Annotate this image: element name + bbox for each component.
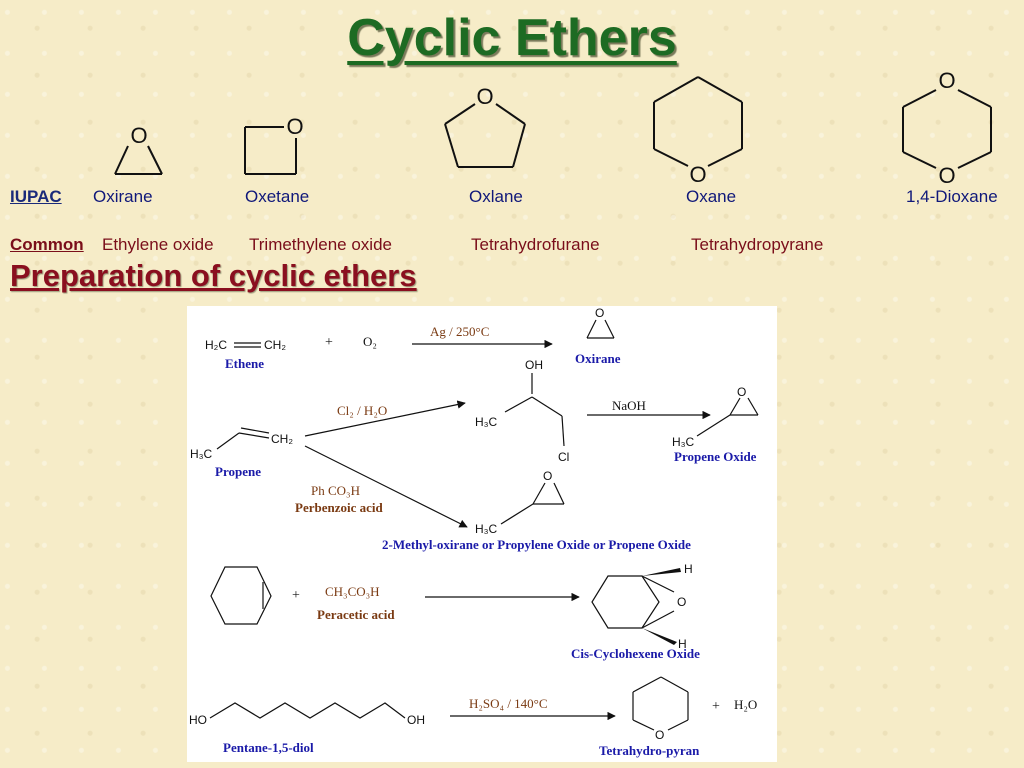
r3-wedge-bottom	[642, 628, 677, 645]
oxane-structure	[653, 76, 743, 167]
r2-condition-2-name: Perbenzoic acid	[295, 500, 383, 515]
oxetane-oxygen-label: O	[286, 114, 303, 139]
oxirane-structure	[114, 145, 163, 175]
r1-oxirane-product	[586, 319, 615, 339]
oxetane-structure	[244, 126, 297, 175]
cyclic-ether-structures: O O O O O O	[114, 68, 992, 185]
common-name-ethylene-oxide: Ethylene oxide	[102, 235, 214, 254]
r1-plus: +	[325, 335, 333, 350]
r4-chain	[209, 702, 406, 719]
r2-product2-h3c: H₃C	[475, 522, 498, 536]
r2-ch2: CH₂	[271, 432, 293, 446]
r2-cl: Cl	[558, 450, 569, 464]
r2-naoh: NaOH	[612, 398, 646, 413]
r2-arrow-up	[304, 400, 466, 437]
page-title: Cyclic Ethers	[347, 9, 677, 67]
iupac-name-oxolane: Oxlane	[469, 187, 523, 206]
dioxane-top-oxygen-label: O	[938, 68, 955, 93]
r4-tetrahydropyran	[632, 676, 689, 731]
section-title: Preparation of cyclic ethers	[10, 258, 417, 293]
r3-h-bottom: H	[678, 637, 687, 651]
r3-cyclohexene-oxide	[591, 575, 675, 629]
r2-product1-h3c: H₃C	[672, 435, 695, 449]
iupac-name-oxetane: Oxetane	[245, 187, 310, 206]
common-name-trimethylene-oxide: Trimethylene oxide	[249, 235, 392, 254]
iupac-label: IUPAC	[10, 187, 62, 206]
r1-reactant-name: Ethene	[225, 356, 264, 371]
dioxane-structure	[902, 89, 992, 169]
r3-product-name: Cis-Cyclohexene Oxide	[571, 646, 700, 661]
r4-reactant-name: Pentane-1,5-diol	[223, 740, 314, 755]
oxolane-structure	[444, 103, 526, 168]
r2-arrow-down	[304, 445, 468, 528]
r4-plus: +	[712, 699, 720, 714]
r2-product1-name: Propene Oxide	[674, 449, 757, 464]
r1-product-name: Oxirane	[575, 351, 621, 366]
r3-reagent-name: Peracetic acid	[317, 607, 395, 622]
r1-h2c: H₂C	[205, 338, 227, 352]
r1-ch2: CH₂	[264, 338, 286, 352]
r4-oh: OH	[407, 713, 425, 727]
r4-product-name: Tetrahydro-pyran	[599, 743, 700, 758]
r1-product-oxygen: O	[595, 306, 604, 320]
r3-h-top: H	[684, 562, 693, 576]
r2-methyl-oxirane	[500, 482, 565, 525]
r1-condition: Ag / 250°C	[430, 324, 489, 339]
iupac-name-oxirane: Oxirane	[93, 187, 153, 206]
r3-cyclohexene	[210, 566, 272, 625]
r2-condition-1: Cl₂ / H₂O	[337, 403, 387, 418]
oxolane-oxygen-label: O	[476, 84, 493, 109]
r3-plus: +	[292, 588, 300, 603]
iupac-name-oxane: Oxane	[686, 187, 737, 206]
r3-oxygen: O	[677, 595, 686, 609]
r2-condition-2: Ph CO₃H	[311, 483, 360, 498]
r3-reagent: CH₃CO₃H	[325, 584, 380, 599]
r3-wedge-top	[642, 568, 681, 576]
r2-product2-name: 2-Methyl-oxirane or Propylene Oxide or P…	[382, 537, 691, 552]
r4-water: H₂O	[734, 697, 757, 712]
r1-o2: O₂	[363, 334, 377, 349]
reaction-scheme-panel: H₂C CH₂ Ethene + O₂ Ag / 250°C O Oxirane…	[187, 306, 777, 762]
common-name-tetrahydrofurane: Tetrahydrofurane	[471, 235, 600, 254]
r2-intermediate-h3c: H₃C	[475, 415, 498, 429]
r2-reactant-name: Propene	[215, 464, 261, 479]
r2-product1-oxygen: O	[737, 385, 746, 399]
r2-h3c: H₃C	[190, 447, 213, 461]
iupac-name-dioxane: 1,4-Dioxane	[906, 187, 998, 206]
dioxane-bottom-oxygen-label: O	[938, 163, 955, 185]
reaction-scheme: H₂C CH₂ Ethene + O₂ Ag / 250°C O Oxirane…	[189, 306, 759, 758]
r2-propene-oxide	[696, 397, 759, 437]
r4-product-oxygen: O	[655, 728, 664, 742]
oxane-oxygen-label: O	[689, 162, 706, 185]
r2-product2-oxygen: O	[543, 469, 552, 483]
r2-oh: OH	[525, 358, 543, 372]
common-name-tetrahydropyrane: Tetrahydropyrane	[691, 235, 824, 254]
r4-ho: HO	[189, 713, 207, 727]
oxirane-oxygen-label: O	[130, 123, 147, 148]
common-label: Common	[10, 235, 84, 254]
r4-condition: H₂SO₄ / 140°C	[469, 696, 548, 711]
